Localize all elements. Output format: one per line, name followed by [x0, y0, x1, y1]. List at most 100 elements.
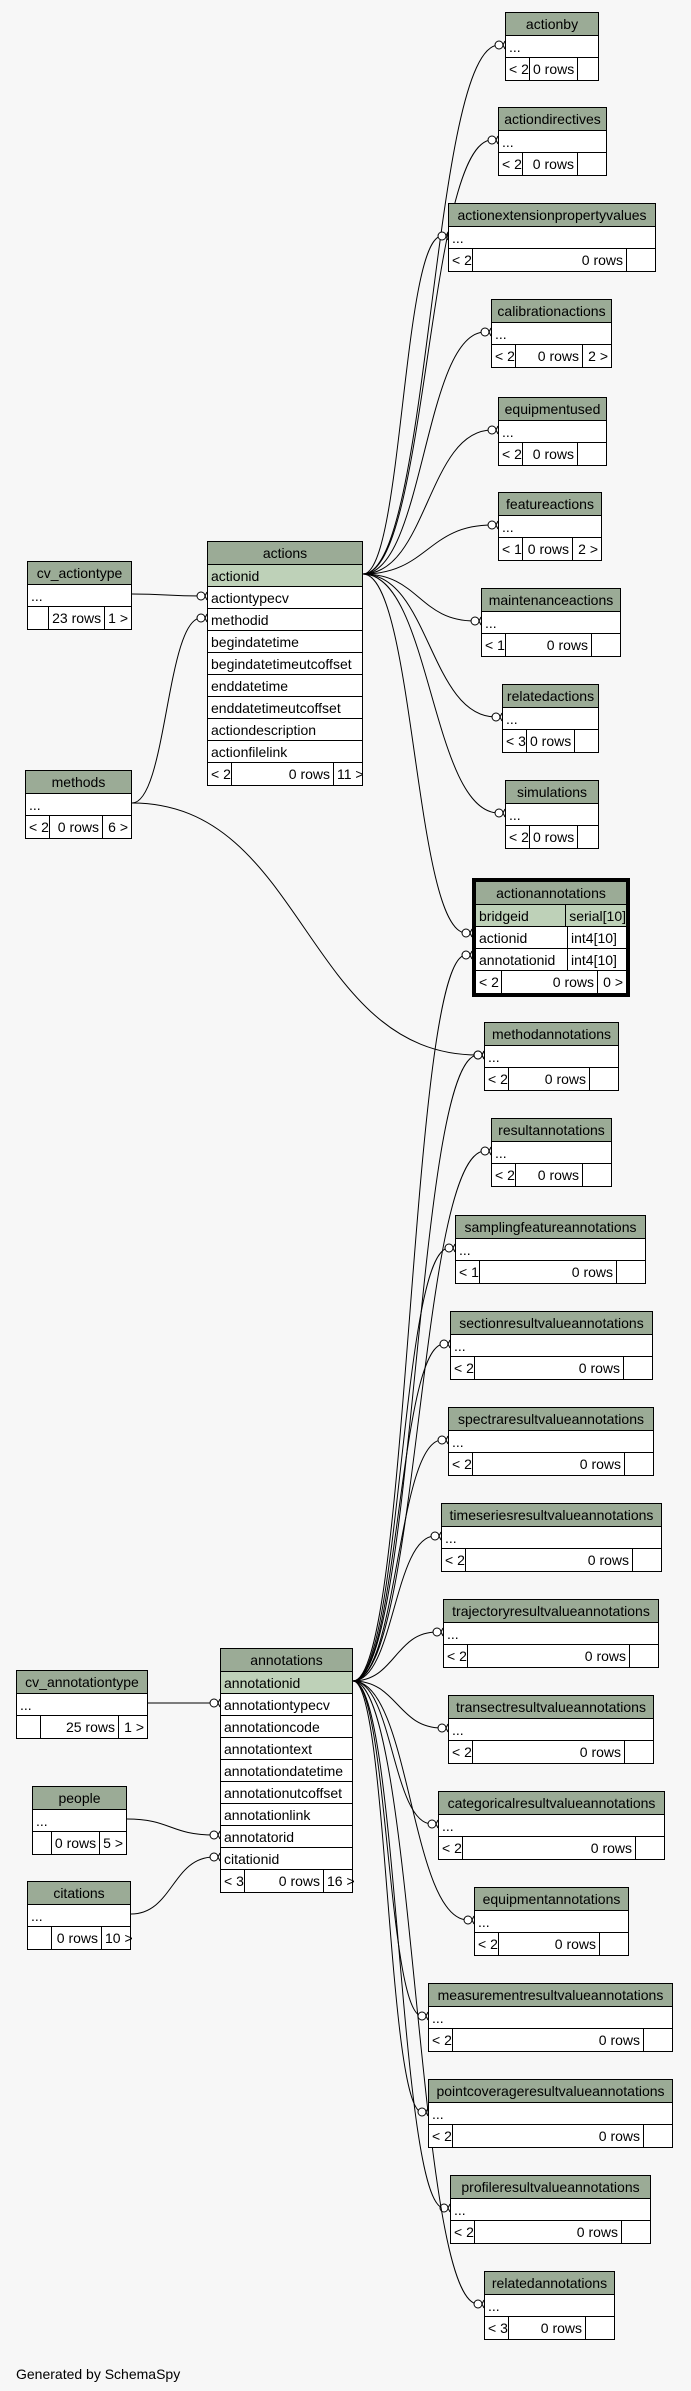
- table-name[interactable]: actionextensionpropertyvalues: [449, 204, 655, 227]
- crowfoot-marker: [217, 1852, 221, 1862]
- table-name[interactable]: sectionresultvalueannotations: [451, 1312, 652, 1335]
- table-name[interactable]: actionby: [506, 13, 598, 36]
- table-name[interactable]: featureactions: [499, 493, 601, 516]
- table-name[interactable]: people: [33, 1787, 126, 1810]
- table-name[interactable]: actiondirectives: [499, 108, 606, 131]
- table-name[interactable]: categoricalresultvalueannotations: [439, 1792, 664, 1815]
- table-name[interactable]: actions: [208, 542, 362, 565]
- table-pointcoverageresultvalueannotations[interactable]: pointcoverageresultvalueannotations...< …: [428, 2079, 673, 2148]
- parents-count: < 1: [456, 1261, 480, 1283]
- table-name[interactable]: cv_annotationtype: [17, 1671, 147, 1694]
- children-count: [644, 2125, 672, 2147]
- table-name[interactable]: equipmentused: [499, 398, 606, 421]
- table-name[interactable]: samplingfeatureannotations: [456, 1216, 645, 1239]
- table-name[interactable]: resultannotations: [492, 1119, 611, 1142]
- table-name[interactable]: spectraresultvalueannotations: [449, 1408, 653, 1431]
- table-name[interactable]: simulations: [506, 781, 598, 804]
- table-name[interactable]: annotations: [221, 1649, 352, 1672]
- optional-many-marker: [473, 1050, 483, 1060]
- elided-columns: ...: [449, 1719, 653, 1741]
- table-name[interactable]: measurementresultvalueannotations: [429, 1984, 672, 2007]
- parents-count: < 2: [208, 763, 232, 785]
- parents-count: < 2: [451, 2221, 475, 2243]
- row-count: 0 rows: [502, 971, 598, 993]
- elided-columns: ...: [449, 1431, 653, 1453]
- row-count: 23 rows: [49, 607, 106, 629]
- children-count: [633, 1549, 661, 1571]
- elided-columns: ...: [17, 1694, 147, 1716]
- children-count: [578, 443, 606, 465]
- table-name[interactable]: relatedannotations: [485, 2272, 614, 2295]
- table-name[interactable]: maintenanceactions: [482, 589, 620, 612]
- parents-count: < 2: [499, 153, 523, 175]
- children-count: [583, 1164, 611, 1186]
- relationship-line: [352, 1680, 469, 1921]
- table-name[interactable]: citations: [28, 1882, 130, 1905]
- table-name[interactable]: transectresultvalueannotations: [449, 1696, 653, 1719]
- table-name[interactable]: calibrationactions: [492, 300, 611, 323]
- table-name[interactable]: pointcoverageresultvalueannotations: [429, 2080, 672, 2103]
- table-name[interactable]: profileresultvalueannotations: [451, 2176, 650, 2199]
- column-row: begindatetimeutcoffset: [208, 653, 362, 675]
- table-name[interactable]: equipmentannotations: [475, 1888, 628, 1911]
- optional-many-marker: [427, 1819, 437, 1829]
- table-name[interactable]: methods: [26, 771, 131, 794]
- table-name[interactable]: trajectoryresultvalueannotations: [444, 1600, 658, 1623]
- optional-many-marker: [473, 2299, 483, 2309]
- table-name[interactable]: actionannotations: [476, 882, 626, 905]
- column-row: methodid: [208, 609, 362, 631]
- column-name: bridgeid: [476, 905, 567, 926]
- relationship-line: [362, 573, 476, 622]
- crowfoot-marker: [440, 1627, 444, 1637]
- optional-many-marker: [430, 1531, 440, 1541]
- table-name[interactable]: timeseriesresultvalueannotations: [442, 1504, 661, 1527]
- optional-many-marker: [487, 520, 497, 530]
- crowfoot-marker: [435, 1819, 439, 1829]
- table-name[interactable]: methodannotations: [485, 1023, 618, 1046]
- row-count: 0 rows: [509, 1068, 590, 1090]
- crowfoot-marker: [445, 1723, 449, 1733]
- children-count: [644, 2029, 672, 2051]
- parents-count: [17, 1716, 41, 1738]
- relationship-line: [352, 1680, 479, 2305]
- table-name[interactable]: relatedactions: [503, 685, 598, 708]
- column-row: annotationtypecv: [221, 1694, 352, 1716]
- relationship-line: [352, 1439, 443, 1682]
- table-name[interactable]: cv_actiontype: [28, 562, 131, 585]
- column-row: annotationcode: [221, 1716, 352, 1738]
- crowfoot-marker: [438, 1531, 442, 1541]
